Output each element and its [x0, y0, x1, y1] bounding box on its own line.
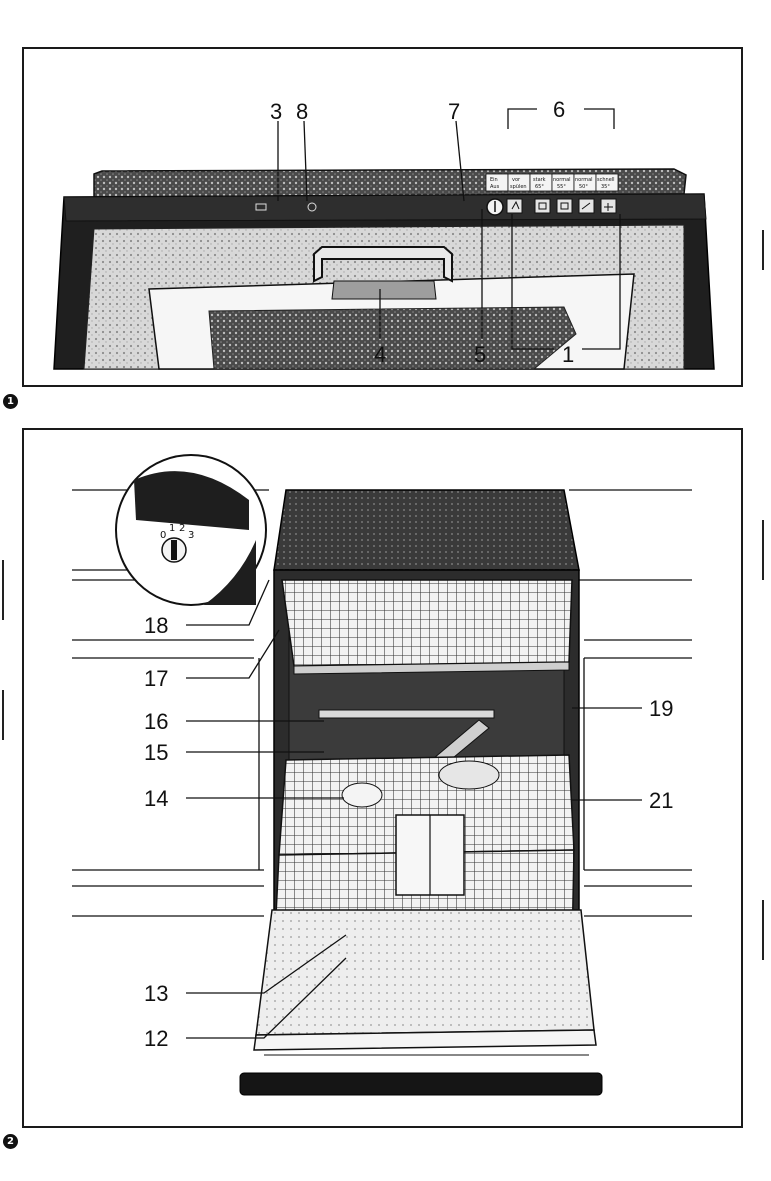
dial-detail-inset: 0 1 2 3	[116, 455, 266, 605]
page-edge-mark	[762, 520, 764, 580]
callout-15: 15	[144, 740, 168, 765]
callout-7: 7	[448, 99, 460, 124]
program-label-5b: 50°	[579, 184, 588, 190]
dial-mark-3: 3	[188, 530, 194, 541]
program-label-3a: stark	[533, 177, 546, 183]
program-button-normal-55[interactable]	[557, 199, 572, 213]
program-label-4b: 55°	[557, 184, 566, 190]
program-label-6b: 35°	[601, 184, 610, 190]
callout-1: 1	[562, 342, 574, 367]
callout-6: 6	[553, 97, 565, 122]
callout-13: 13	[144, 981, 168, 1006]
program-label-2b: spülen	[510, 184, 527, 190]
dial-mark-2: 2	[179, 523, 185, 534]
program-button-quick[interactable]	[601, 199, 616, 213]
figure-2-dishwasher-interior: 0 1 2 3 18 17 16 15 14 13 12 19 21	[22, 428, 743, 1128]
dishwasher-drawing: 0 1 2 3 18 17 16 15 14 13 12 19 21	[24, 430, 741, 1126]
page-edge-mark	[762, 900, 764, 960]
figure-number-1: 1	[3, 394, 18, 409]
program-label-3b: 65°	[535, 184, 544, 190]
page-edge-mark	[762, 230, 764, 270]
program-label-1b: Aus	[490, 184, 500, 190]
callout-5: 5	[474, 342, 486, 367]
program-label-1a: Ein	[490, 177, 498, 183]
callout-18: 18	[144, 613, 168, 638]
power-button[interactable]	[487, 199, 503, 215]
program-button-normal-50[interactable]	[579, 199, 594, 213]
program-labels: Ein Aus vor spülen stark 65° normal 55° …	[486, 174, 618, 191]
program-label-4a: normal	[553, 177, 571, 183]
callout-8: 8	[296, 99, 308, 124]
page-edge-mark	[2, 690, 4, 740]
dial-mark-0: 0	[160, 530, 166, 541]
callout-16: 16	[144, 709, 168, 734]
program-label-2a: vor	[512, 177, 521, 183]
callout-12: 12	[144, 1026, 168, 1051]
control-panel-drawing: Ein Aus vor spülen stark 65° normal 55° …	[24, 49, 741, 385]
program-label-5a: normal	[575, 177, 593, 183]
program-button-intensive[interactable]	[535, 199, 550, 213]
page-edge-mark	[2, 560, 4, 620]
callout-3: 3	[270, 99, 282, 124]
callout-4: 4	[374, 342, 386, 367]
program-button-prerinse[interactable]	[507, 199, 522, 213]
callout-14: 14	[144, 786, 168, 811]
figure-number-2: 2	[3, 1134, 18, 1149]
figure-1-control-panel: Ein Aus vor spülen stark 65° normal 55° …	[22, 47, 743, 387]
program-label-6a: schnell	[597, 177, 615, 183]
callout-21: 21	[649, 788, 673, 813]
dial-mark-1: 1	[169, 523, 175, 534]
callout-17: 17	[144, 666, 168, 691]
callout-19: 19	[649, 696, 673, 721]
